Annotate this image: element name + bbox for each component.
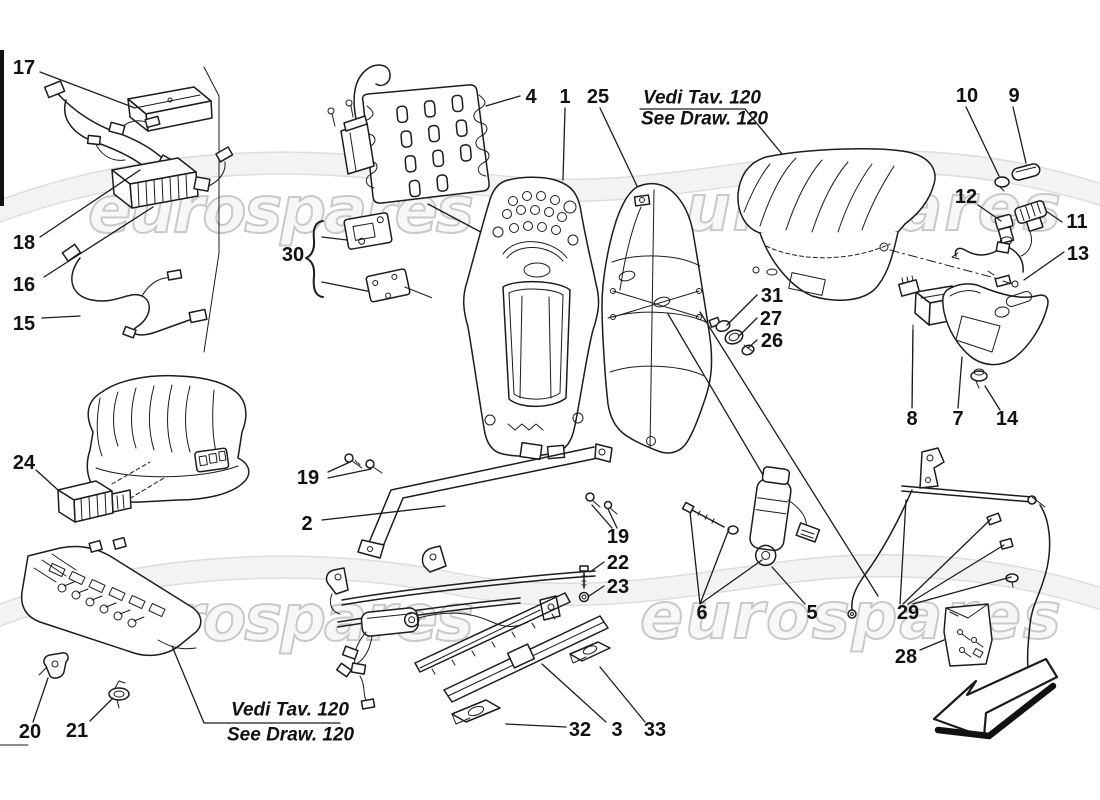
slide-motor	[360, 607, 420, 637]
part-guide-32	[451, 699, 501, 725]
part-backrest-frame-1	[463, 176, 600, 461]
part-slide-assembly-3	[325, 545, 609, 710]
part-label-19a: 19	[297, 467, 319, 489]
part-guide-33	[569, 641, 611, 664]
note-bottom: Vedi Tav. 120 See Draw. 120	[171, 645, 355, 746]
part-button-9	[1011, 163, 1041, 181]
part-cushion-frame-2	[357, 443, 613, 559]
part-label-17: 17	[13, 57, 35, 79]
part-label-21: 21	[66, 720, 88, 742]
part-switch-cable	[951, 241, 1024, 273]
part-clip-13	[987, 270, 1019, 288]
part-backrest-panel-25	[601, 182, 879, 597]
part-label-31: 31	[761, 285, 783, 307]
note-top: Vedi Tav. 120 See Draw. 120	[639, 88, 783, 155]
part-fastener-21	[108, 680, 130, 709]
part-label-20: 20	[19, 721, 41, 743]
mechanism-leader-line	[699, 311, 879, 597]
part-grommet-14	[970, 368, 988, 389]
part-label-14: 14	[996, 408, 1019, 430]
part-seat-pan	[20, 536, 202, 657]
part-hardware-bag-28	[943, 603, 993, 667]
part-labels: 17 18 16 15 24 20 21 30 4 1 25 31 27 26 …	[13, 57, 1089, 743]
part-side-panel-7	[942, 283, 1049, 366]
part-bolt-6	[681, 501, 739, 535]
watermark-swoosh-bottom	[0, 554, 1100, 627]
part-bolt-22	[579, 565, 589, 589]
part-cap-26	[741, 344, 755, 356]
part-label-19b: 19	[607, 526, 629, 548]
part-label-33: 33	[644, 719, 666, 741]
part-label-28: 28	[895, 646, 917, 668]
leader-lines	[32, 71, 1065, 728]
part-label-29: 29	[897, 602, 919, 624]
part-label-24: 24	[13, 452, 36, 474]
part-label-2: 2	[301, 513, 312, 535]
part-lumbar-pump	[327, 64, 391, 175]
page-edge-bar	[0, 50, 4, 206]
note-top-line2: See Draw. 120	[641, 109, 769, 130]
part-label-22: 22	[607, 552, 629, 574]
part-knob-31	[708, 316, 731, 333]
part-washer-23	[578, 591, 590, 603]
part-heater-mat-4	[361, 84, 493, 239]
note-bottom-line2: See Draw. 120	[227, 725, 355, 746]
part-label-26: 26	[761, 330, 783, 352]
section-divider	[203, 66, 220, 353]
part-label-25: 25	[587, 86, 609, 108]
part-label-13: 13	[1067, 243, 1089, 265]
part-label-4: 4	[525, 86, 537, 108]
part-control-unit-16	[111, 146, 234, 209]
note-top-line1: Vedi Tav. 120	[643, 88, 761, 109]
brace-30	[305, 220, 324, 298]
arrow-shadow-edge	[934, 682, 1057, 740]
part-switch-12	[994, 213, 1015, 246]
part-label-5: 5	[806, 602, 817, 624]
part-label-3: 3	[611, 719, 622, 741]
part-label-1: 1	[559, 86, 570, 108]
part-label-15: 15	[13, 313, 35, 335]
part-bracket-kit-30	[305, 212, 433, 303]
part-switch-11	[1014, 200, 1048, 257]
part-control-unit-17	[127, 86, 213, 132]
part-screws-19-left	[344, 453, 383, 474]
part-label-30: 30	[282, 244, 304, 266]
part-label-8: 8	[906, 408, 917, 430]
part-label-12: 12	[955, 186, 977, 208]
part-label-32: 32	[569, 719, 591, 741]
part-recline-motor-5	[749, 466, 821, 567]
part-bushing-27	[724, 329, 744, 345]
mechanism-leader-line	[667, 313, 767, 481]
part-label-7: 7	[952, 408, 963, 430]
part-seat-cushion	[86, 374, 250, 503]
part-label-10: 10	[956, 85, 978, 107]
part-label-6: 6	[696, 602, 707, 624]
part-label-11: 11	[1066, 211, 1087, 233]
part-label-18: 18	[13, 232, 35, 254]
direction-arrow	[932, 657, 1059, 740]
part-label-27: 27	[760, 308, 782, 330]
note-bottom-line1: Vedi Tav. 120	[231, 700, 349, 721]
part-cable-15	[61, 243, 208, 339]
part-label-23: 23	[607, 576, 629, 598]
part-screws-19-right	[585, 492, 618, 515]
dash-leader-to-13	[889, 249, 996, 279]
part-label-9: 9	[1008, 85, 1019, 107]
part-cap-10	[994, 176, 1010, 192]
part-label-16: 16	[13, 274, 35, 296]
part-seat-back-cover	[737, 148, 996, 301]
part-clip-20	[38, 652, 69, 679]
part-control-unit-24	[57, 480, 132, 523]
